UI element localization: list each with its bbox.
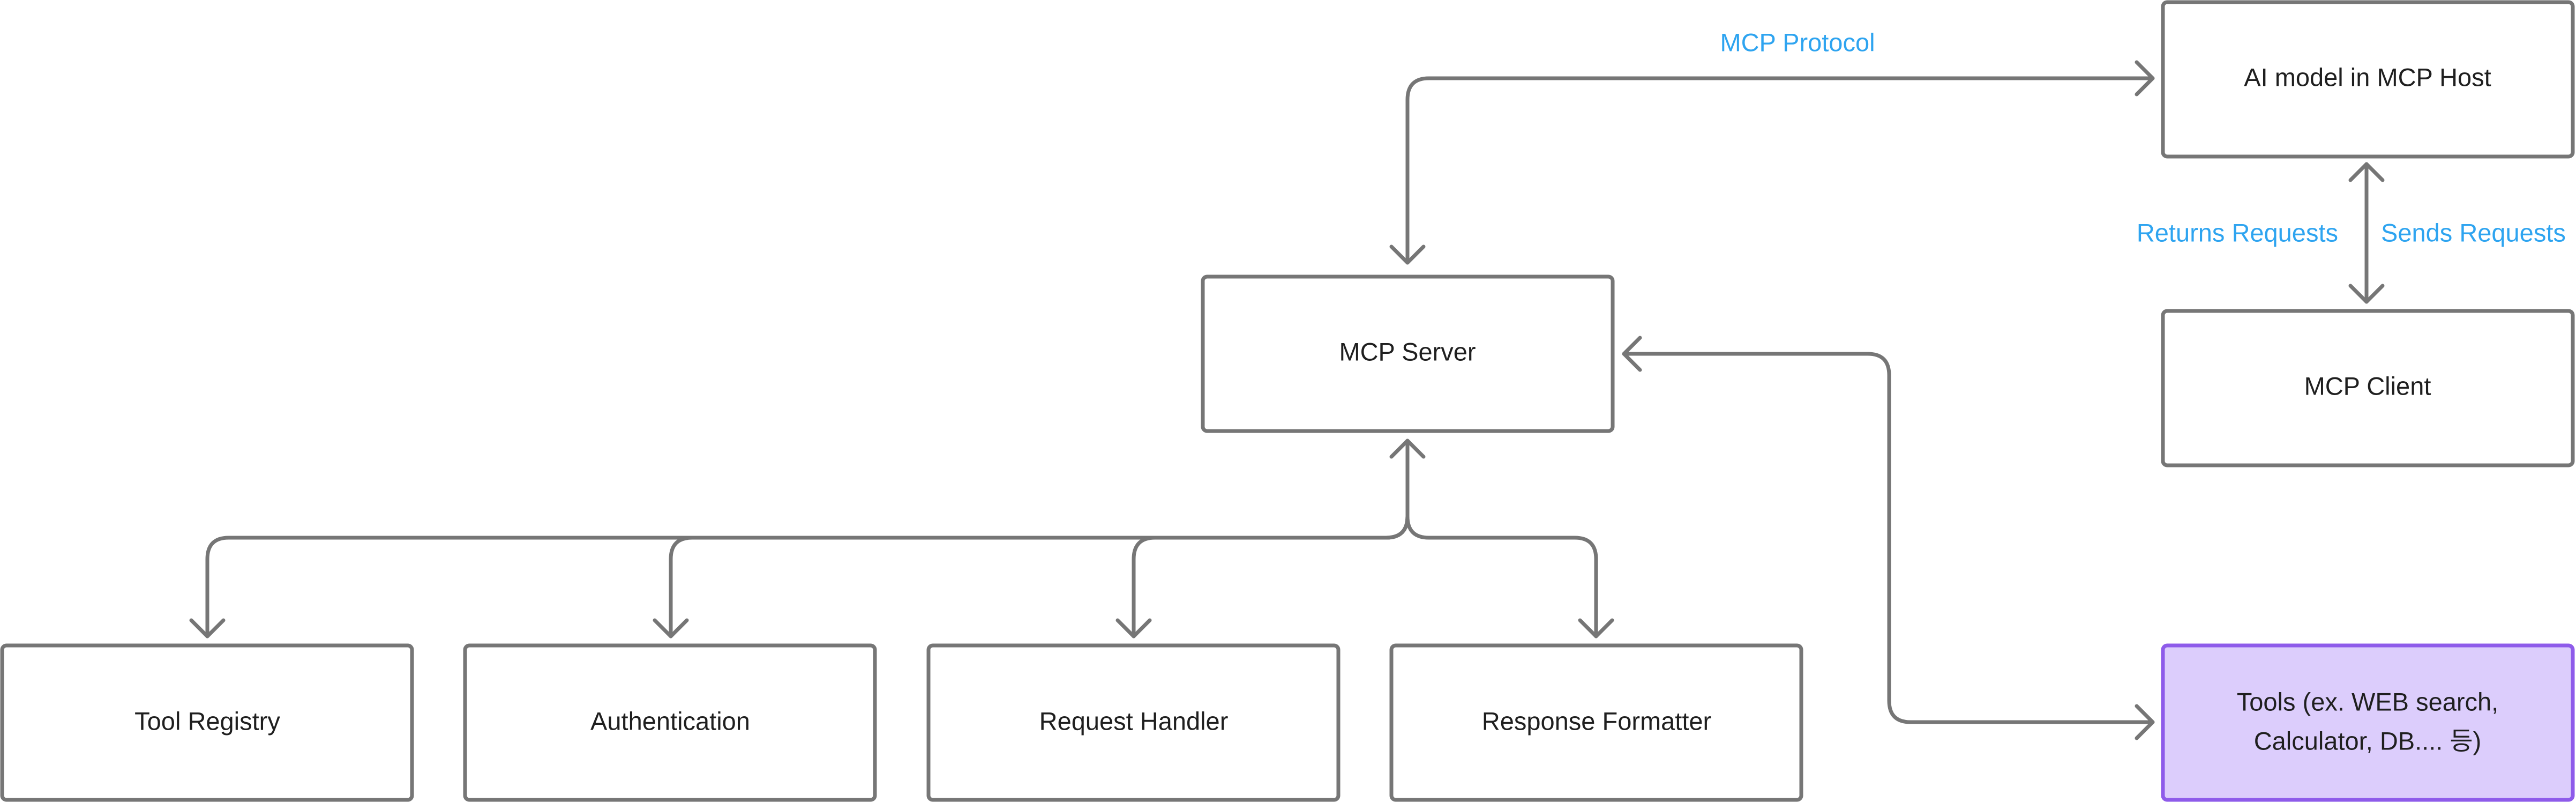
mcp-client-label: MCP Client <box>2304 372 2431 400</box>
edge-to-authentication <box>669 514 1410 638</box>
node-tool-registry: Tool Registry <box>0 643 414 802</box>
edge-mcp-protocol <box>1405 76 2155 265</box>
arrowhead-host-up-icon <box>2348 162 2385 182</box>
arrowhead-tool-registry-icon <box>189 618 226 638</box>
arrowhead-server-right-icon <box>1622 336 1642 372</box>
arrowhead-tools-icon <box>2135 704 2155 740</box>
mcp-server-label: MCP Server <box>1339 337 1476 366</box>
edge-to-response-formatter <box>1405 514 1598 638</box>
tool-registry-label: Tool Registry <box>134 707 280 735</box>
arrowhead-authentication-icon <box>653 618 689 638</box>
node-tools: Tools (ex. WEB search, Calculator, DB...… <box>2161 643 2575 802</box>
node-ai-model: AI model in MCP Host <box>2161 0 2575 159</box>
node-response-formatter: Response Formatter <box>1389 643 1803 802</box>
arrowhead-mcp-server-top-icon <box>1389 244 1426 265</box>
node-authentication: Authentication <box>463 643 877 802</box>
edges <box>189 60 2385 740</box>
edge-server-tools <box>1622 352 2155 724</box>
node-mcp-client: MCP Client <box>2161 309 2575 467</box>
tools-label-line1: Tools (ex. WEB search, <box>2237 687 2498 716</box>
authentication-label: Authentication <box>590 707 750 735</box>
node-request-handler: Request Handler <box>926 643 1341 802</box>
arrowhead-response-formatter-icon <box>1578 618 1614 638</box>
response-formatter-label: Response Formatter <box>1482 707 1711 735</box>
arrowhead-ai-model-icon <box>2135 60 2155 96</box>
edge-to-tool-registry <box>205 514 1410 638</box>
arrowhead-server-bottom-icon <box>1389 439 1426 459</box>
ai-model-label: AI model in MCP Host <box>2244 63 2491 91</box>
arrowhead-client-down-icon <box>2348 284 2385 304</box>
label-sends-requests: Sends Requests <box>2381 218 2566 247</box>
edge-to-request-handler <box>1132 514 1410 638</box>
label-returns-requests: Returns Requests <box>2137 218 2338 247</box>
label-mcp-protocol: MCP Protocol <box>1720 28 1875 56</box>
arrowhead-request-handler-icon <box>1115 618 1152 638</box>
tools-label-line2: Calculator, DB.... 등) <box>2254 726 2482 755</box>
node-mcp-server: MCP Server <box>1201 274 1615 433</box>
request-handler-label: Request Handler <box>1039 707 1229 735</box>
